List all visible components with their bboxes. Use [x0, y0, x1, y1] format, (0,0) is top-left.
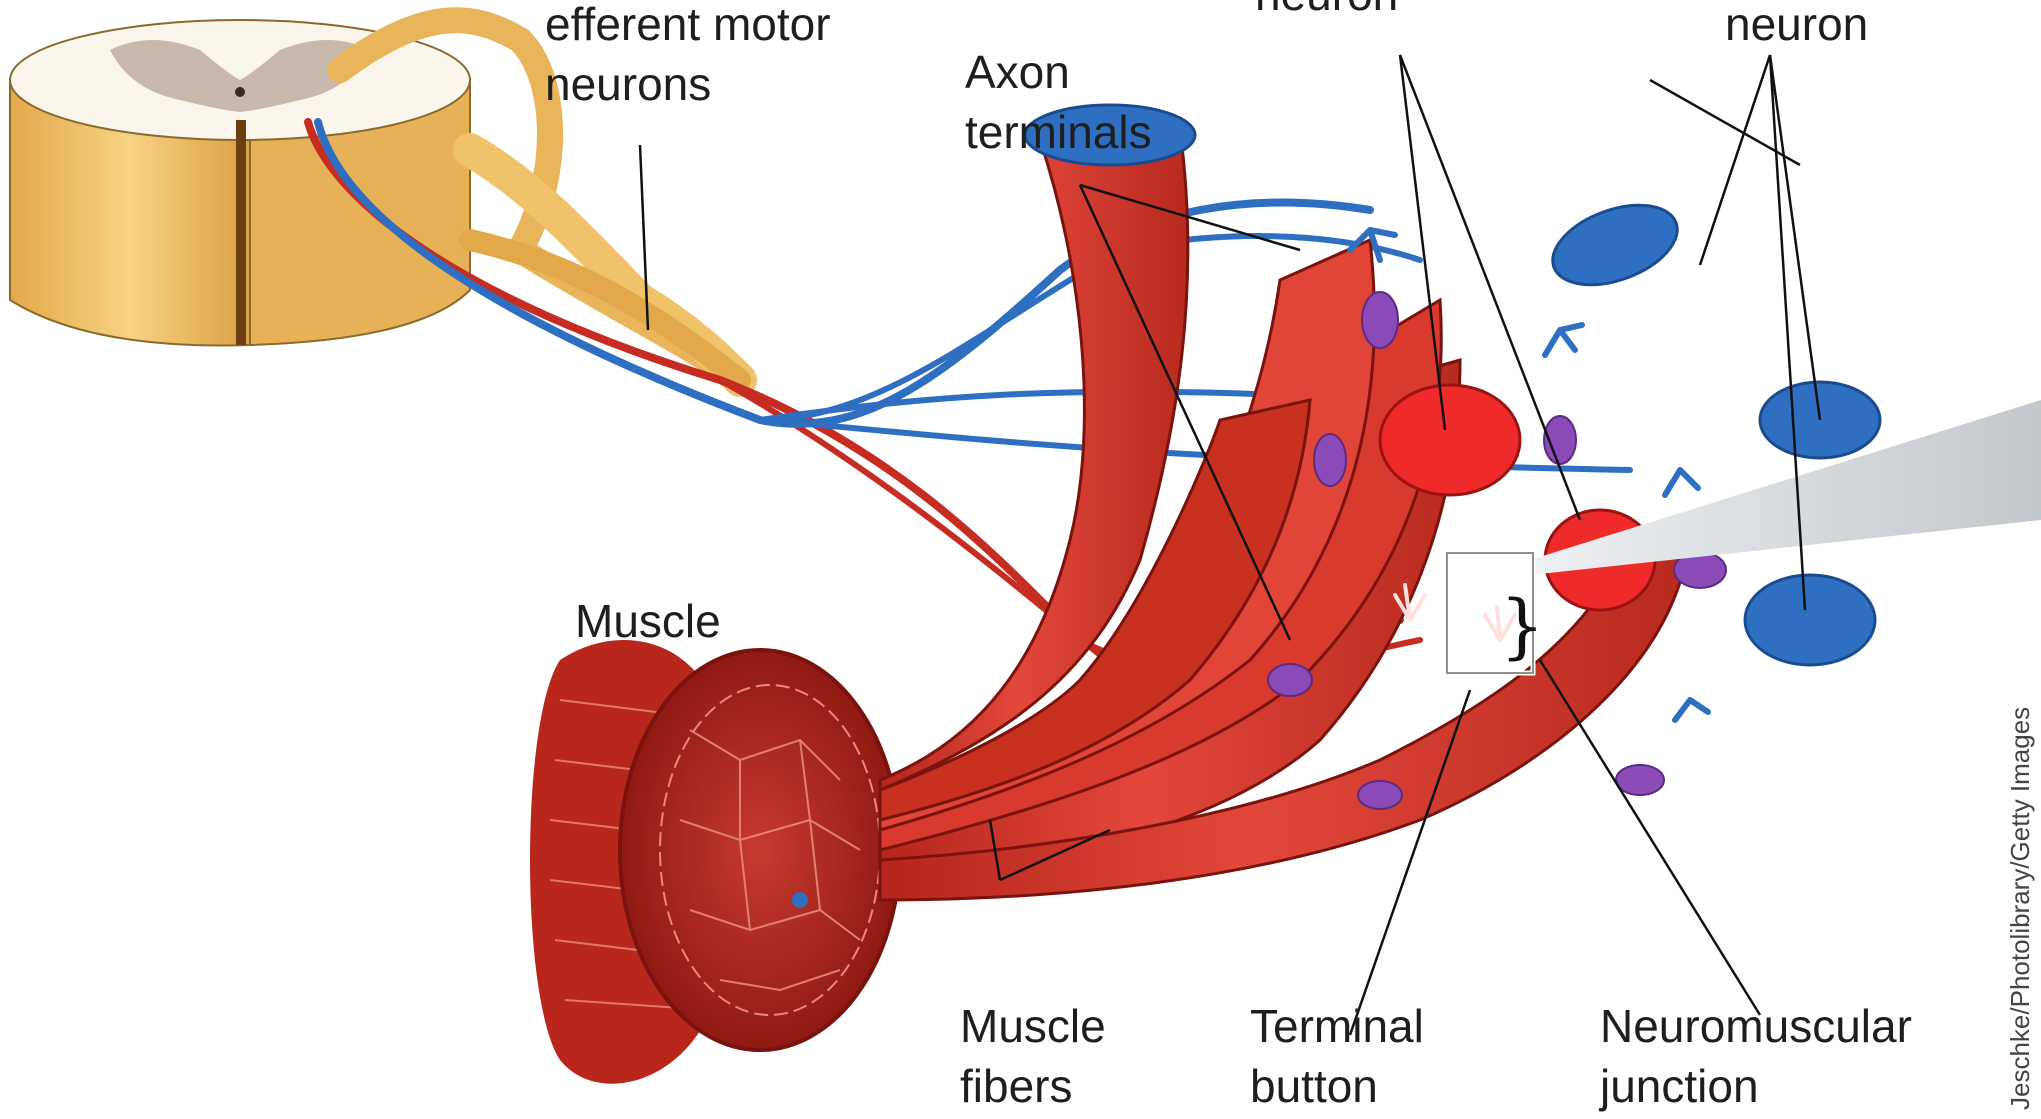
axon-terminals-label-line2: terminals	[965, 103, 1152, 161]
muscle-fibers-label-line2: fibers	[960, 1057, 1072, 1115]
terminal-button-label-line1: Terminal	[1250, 997, 1424, 1055]
efferent-label-line2: neurons	[545, 55, 711, 113]
nmj-label-line2: junction	[1600, 1057, 1759, 1115]
muscle-label: Muscle	[575, 592, 721, 650]
efferent-label-line1: efferent motor	[545, 0, 831, 53]
terminal-button-label-line2: button	[1250, 1057, 1378, 1115]
neuron-label-left: neuron	[1255, 0, 1398, 23]
nmj-label-line1: Neuromuscular	[1600, 997, 1912, 1055]
neuron-label-right: neuron	[1725, 0, 1868, 53]
axon-terminals-label-line1: Axon	[965, 43, 1070, 101]
muscle-cross-section	[530, 640, 900, 1084]
neuromuscular-callout: }	[1447, 400, 2041, 673]
svg-text:}: }	[1500, 585, 1545, 667]
muscle-fibers-label-line1: Muscle	[960, 997, 1106, 1055]
image-credit: Jeschke/Photolibrary/Getty Images	[2005, 707, 2036, 1110]
